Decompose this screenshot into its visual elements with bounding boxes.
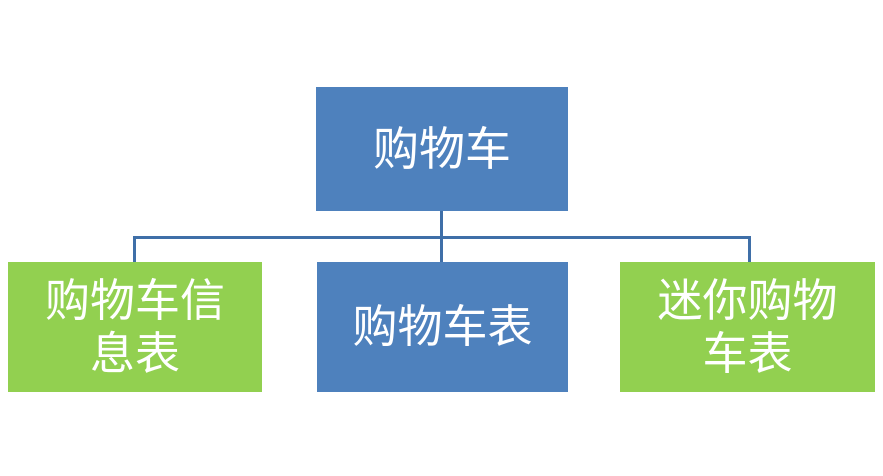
node-root-label: 购物车 [373,121,511,176]
node-mini-cart-table[interactable]: 迷你购物 车表 [620,262,875,392]
node-cart-info-table-label: 购物车信 息表 [44,273,225,380]
connector-drop-right [748,236,751,263]
node-cart-table-label: 购物车表 [352,300,533,354]
connector-drop-middle [440,236,443,263]
connector-root-trunk [440,210,443,238]
node-mini-cart-table-label: 迷你购物 车表 [657,273,838,380]
node-cart-info-table[interactable]: 购物车信 息表 [8,262,262,392]
node-root[interactable]: 购物车 [316,87,568,211]
connector-drop-left [133,236,136,263]
node-cart-table[interactable]: 购物车表 [317,262,568,392]
